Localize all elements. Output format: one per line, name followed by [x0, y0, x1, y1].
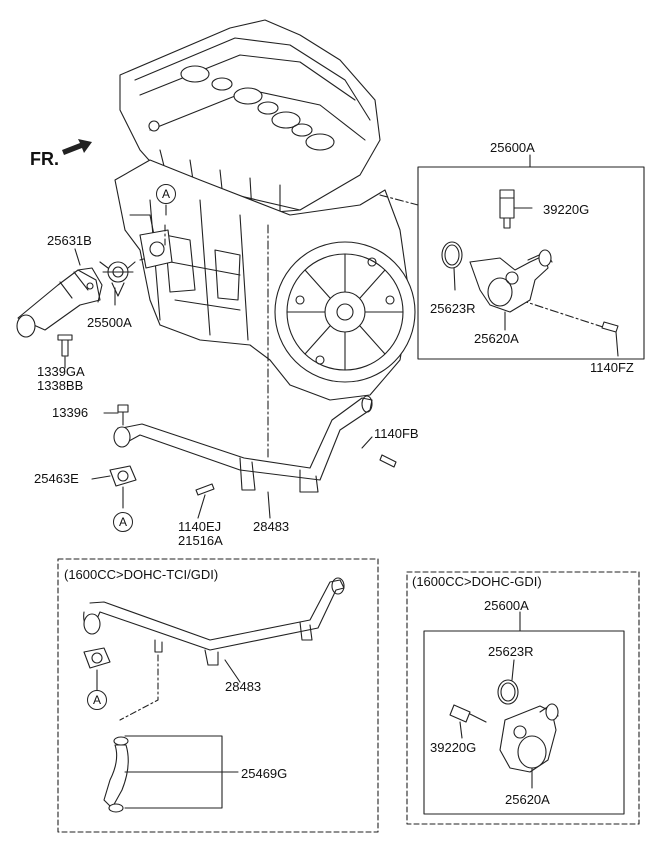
bolt-1140FZ — [601, 321, 619, 357]
temp-sensor-39220G-gdi — [449, 704, 487, 739]
part-label-28483: 28483 — [253, 519, 290, 534]
assembly-frame-25600A-gdi — [423, 630, 625, 815]
part-label-21516A: 21516A — [178, 533, 223, 548]
thermostat-housing-25620A-gdi — [499, 703, 559, 789]
gasket-tci — [83, 647, 111, 669]
reference-a-marker: A — [87, 690, 107, 710]
bolt-1140FB — [379, 454, 397, 468]
front-arrow-icon — [62, 139, 92, 155]
bolt-13396 — [117, 404, 129, 426]
water-pipe-28483-tci — [83, 577, 345, 666]
part-label-25500A: 25500A — [87, 315, 132, 330]
part-label-25620A-gdi: 25620A — [505, 792, 550, 807]
part-label-25600A-gdi: 25600A — [484, 598, 529, 613]
reference-a-marker: A — [113, 512, 133, 532]
variant-title-gdi: (1600CC>DOHC-GDI) — [412, 574, 542, 589]
part-label-28483-tci: 28483 — [225, 679, 262, 694]
part-label-25469G: 25469G — [241, 766, 288, 781]
thermostat-housing-25620A — [469, 249, 553, 331]
water-pipe-28483 — [113, 395, 373, 493]
part-label-39220G-gdi: 39220G — [430, 740, 477, 755]
part-label-25631B: 25631B — [47, 233, 92, 248]
part-label-1140FZ: 1140FZ — [590, 360, 634, 375]
gasket-25463E — [109, 465, 137, 487]
bolt-1339GA — [57, 334, 73, 357]
o-ring-25623R — [441, 241, 463, 291]
hose-25469G — [103, 736, 129, 813]
part-label-13396: 13396 — [52, 405, 89, 420]
part-label-1338BB: 1338BB — [37, 378, 84, 393]
part-label-25623R-gdi: 25623R — [488, 644, 534, 659]
part-label-25620A: 25620A — [474, 331, 519, 346]
temp-sensor-39220G — [499, 189, 533, 229]
part-label-25623R: 25623R — [430, 301, 476, 316]
part-label-1140FB: 1140FB — [374, 426, 419, 441]
thermostat — [99, 261, 136, 297]
o-ring-25623R-gdi — [497, 659, 519, 705]
part-label-25463E: 25463E — [34, 471, 79, 486]
engine-block — [114, 19, 416, 401]
reference-a-marker: A — [156, 184, 176, 204]
part-label-1339GA: 1339GA — [37, 364, 85, 379]
assembly-frame-25600A — [417, 166, 645, 360]
gdi-variant-box — [406, 571, 640, 825]
variant-title-tci-gdi: (1600CC>DOHC-TCI/GDI) — [64, 567, 219, 582]
water-inlet-fitting — [16, 267, 103, 338]
bolt-1140EJ — [195, 483, 215, 496]
tci-gdi-variant-box — [57, 558, 379, 833]
front-label: FR. — [30, 149, 59, 169]
part-label-25600A: 25600A — [490, 140, 535, 155]
part-label-39220G: 39220G — [543, 202, 590, 217]
part-label-1140EJ: 1140EJ — [178, 519, 222, 534]
